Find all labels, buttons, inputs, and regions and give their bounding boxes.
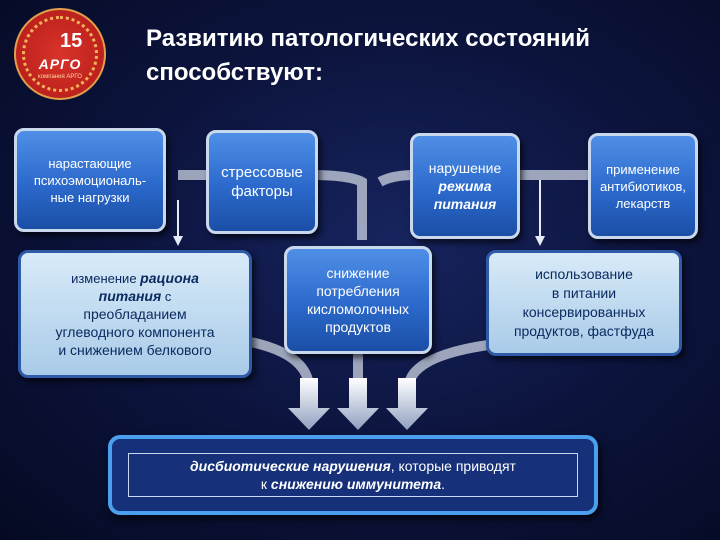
factor-box-emotional-load: нарастающие психоэмоциональ- ные нагрузк… bbox=[14, 128, 166, 232]
logo-tagline: компания АРГО bbox=[38, 74, 82, 80]
factor-box-antibiotics: применение антибиотиков, лекарств bbox=[588, 133, 698, 239]
page-title: Развитию патологических состояний способ… bbox=[146, 25, 591, 86]
factor-box-diet-regime: нарушение режима питания bbox=[410, 133, 520, 239]
factor-box-canned-food: использование в питании консервированных… bbox=[486, 250, 682, 356]
company-logo: 15 АРГО компания АРГО bbox=[14, 8, 106, 100]
logo-ornament-icon bbox=[22, 16, 98, 92]
result-box: дисбиотические нарушения, которые привод… bbox=[108, 435, 598, 515]
factor-box-diet-change: изменение рациона питания с преобладание… bbox=[18, 250, 252, 378]
logo-brand: АРГО bbox=[38, 56, 82, 72]
factor-box-stress: стрессовые факторы bbox=[206, 130, 318, 234]
factor-box-dairy-decrease: снижение потребления кисломолочных проду… bbox=[284, 246, 432, 354]
logo-number: 15 bbox=[60, 30, 83, 52]
